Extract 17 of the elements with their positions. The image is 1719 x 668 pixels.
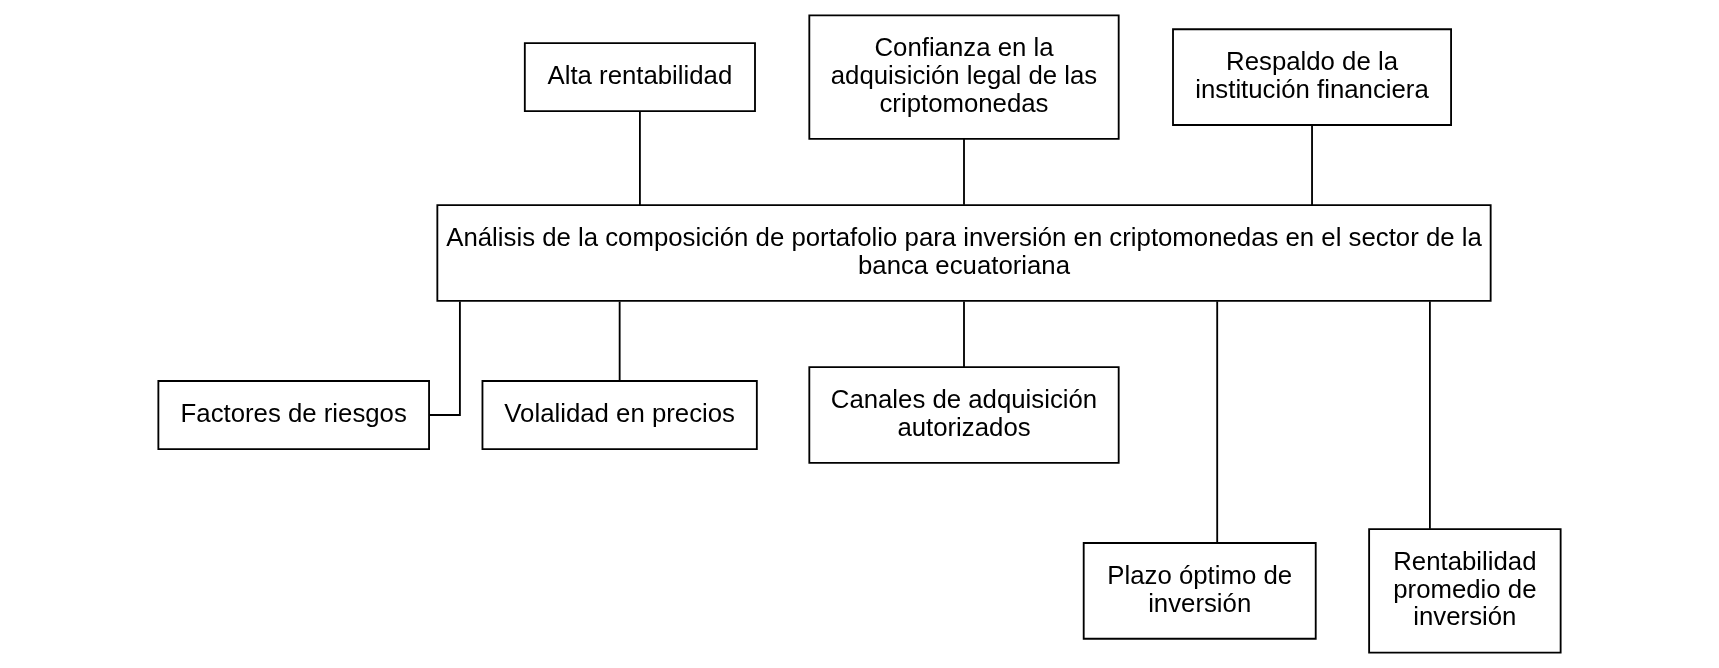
connector xyxy=(639,110,641,206)
node-box: Rentabilidad promedio de inversión xyxy=(1368,528,1562,654)
connector xyxy=(1428,300,1431,530)
node-box: Factores de riesgos xyxy=(157,380,430,450)
connector xyxy=(428,300,461,416)
node-box: Alta rentabilidad xyxy=(523,42,756,113)
connector xyxy=(963,300,965,368)
node-box: Canales de adquisición autorizados xyxy=(808,366,1120,464)
connector xyxy=(1311,124,1313,206)
node-box: Análisis de la composición de portafolio para inversión en criptomonedas en el sector de la banca ecuatoriana xyxy=(436,204,1492,302)
node-box: Respaldo de la institución financiera xyxy=(1172,28,1452,126)
connector xyxy=(618,300,621,382)
node-box: Confianza en la adquisición legal de las criptomonedas xyxy=(808,14,1120,140)
connector xyxy=(963,138,965,206)
node-box: Plazo óptimo de inversión xyxy=(1082,542,1317,640)
node-box: Volalidad en precios xyxy=(481,380,758,450)
connector xyxy=(1216,300,1219,544)
